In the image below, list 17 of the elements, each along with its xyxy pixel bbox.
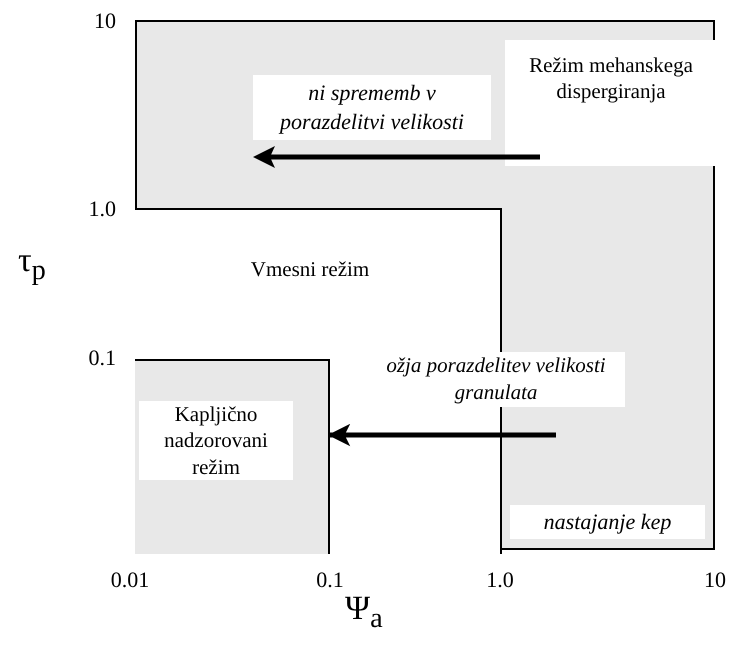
- region-label: Režim mehanskega dispergiranja: [528, 52, 694, 104]
- axis-tick-label: 10: [703, 567, 727, 593]
- region-note: nastajanje kep: [510, 505, 705, 539]
- axis-tick-label: 10: [93, 8, 116, 34]
- regime-label: [505, 40, 717, 166]
- axis-title: τ$_{p}$: [18, 242, 47, 287]
- axis-tick-label: 0.1: [88, 345, 116, 371]
- region-label: Kapljično nadzorovani režim: [139, 401, 293, 480]
- axis-title: Ψ$_{a}$: [345, 590, 384, 635]
- regime-region: [135, 359, 330, 554]
- arrow: [328, 424, 556, 446]
- axis-tick-label: 1.0: [485, 567, 515, 593]
- arrow-label: ni sprememb v porazdelitvi velikosti: [253, 75, 491, 140]
- axis-tick-label: 0.01: [110, 567, 150, 593]
- axis-tick-label: 1.0: [88, 196, 116, 222]
- axis-tick-label: 0.1: [315, 567, 345, 593]
- region-label: Vmesni režim: [250, 256, 370, 282]
